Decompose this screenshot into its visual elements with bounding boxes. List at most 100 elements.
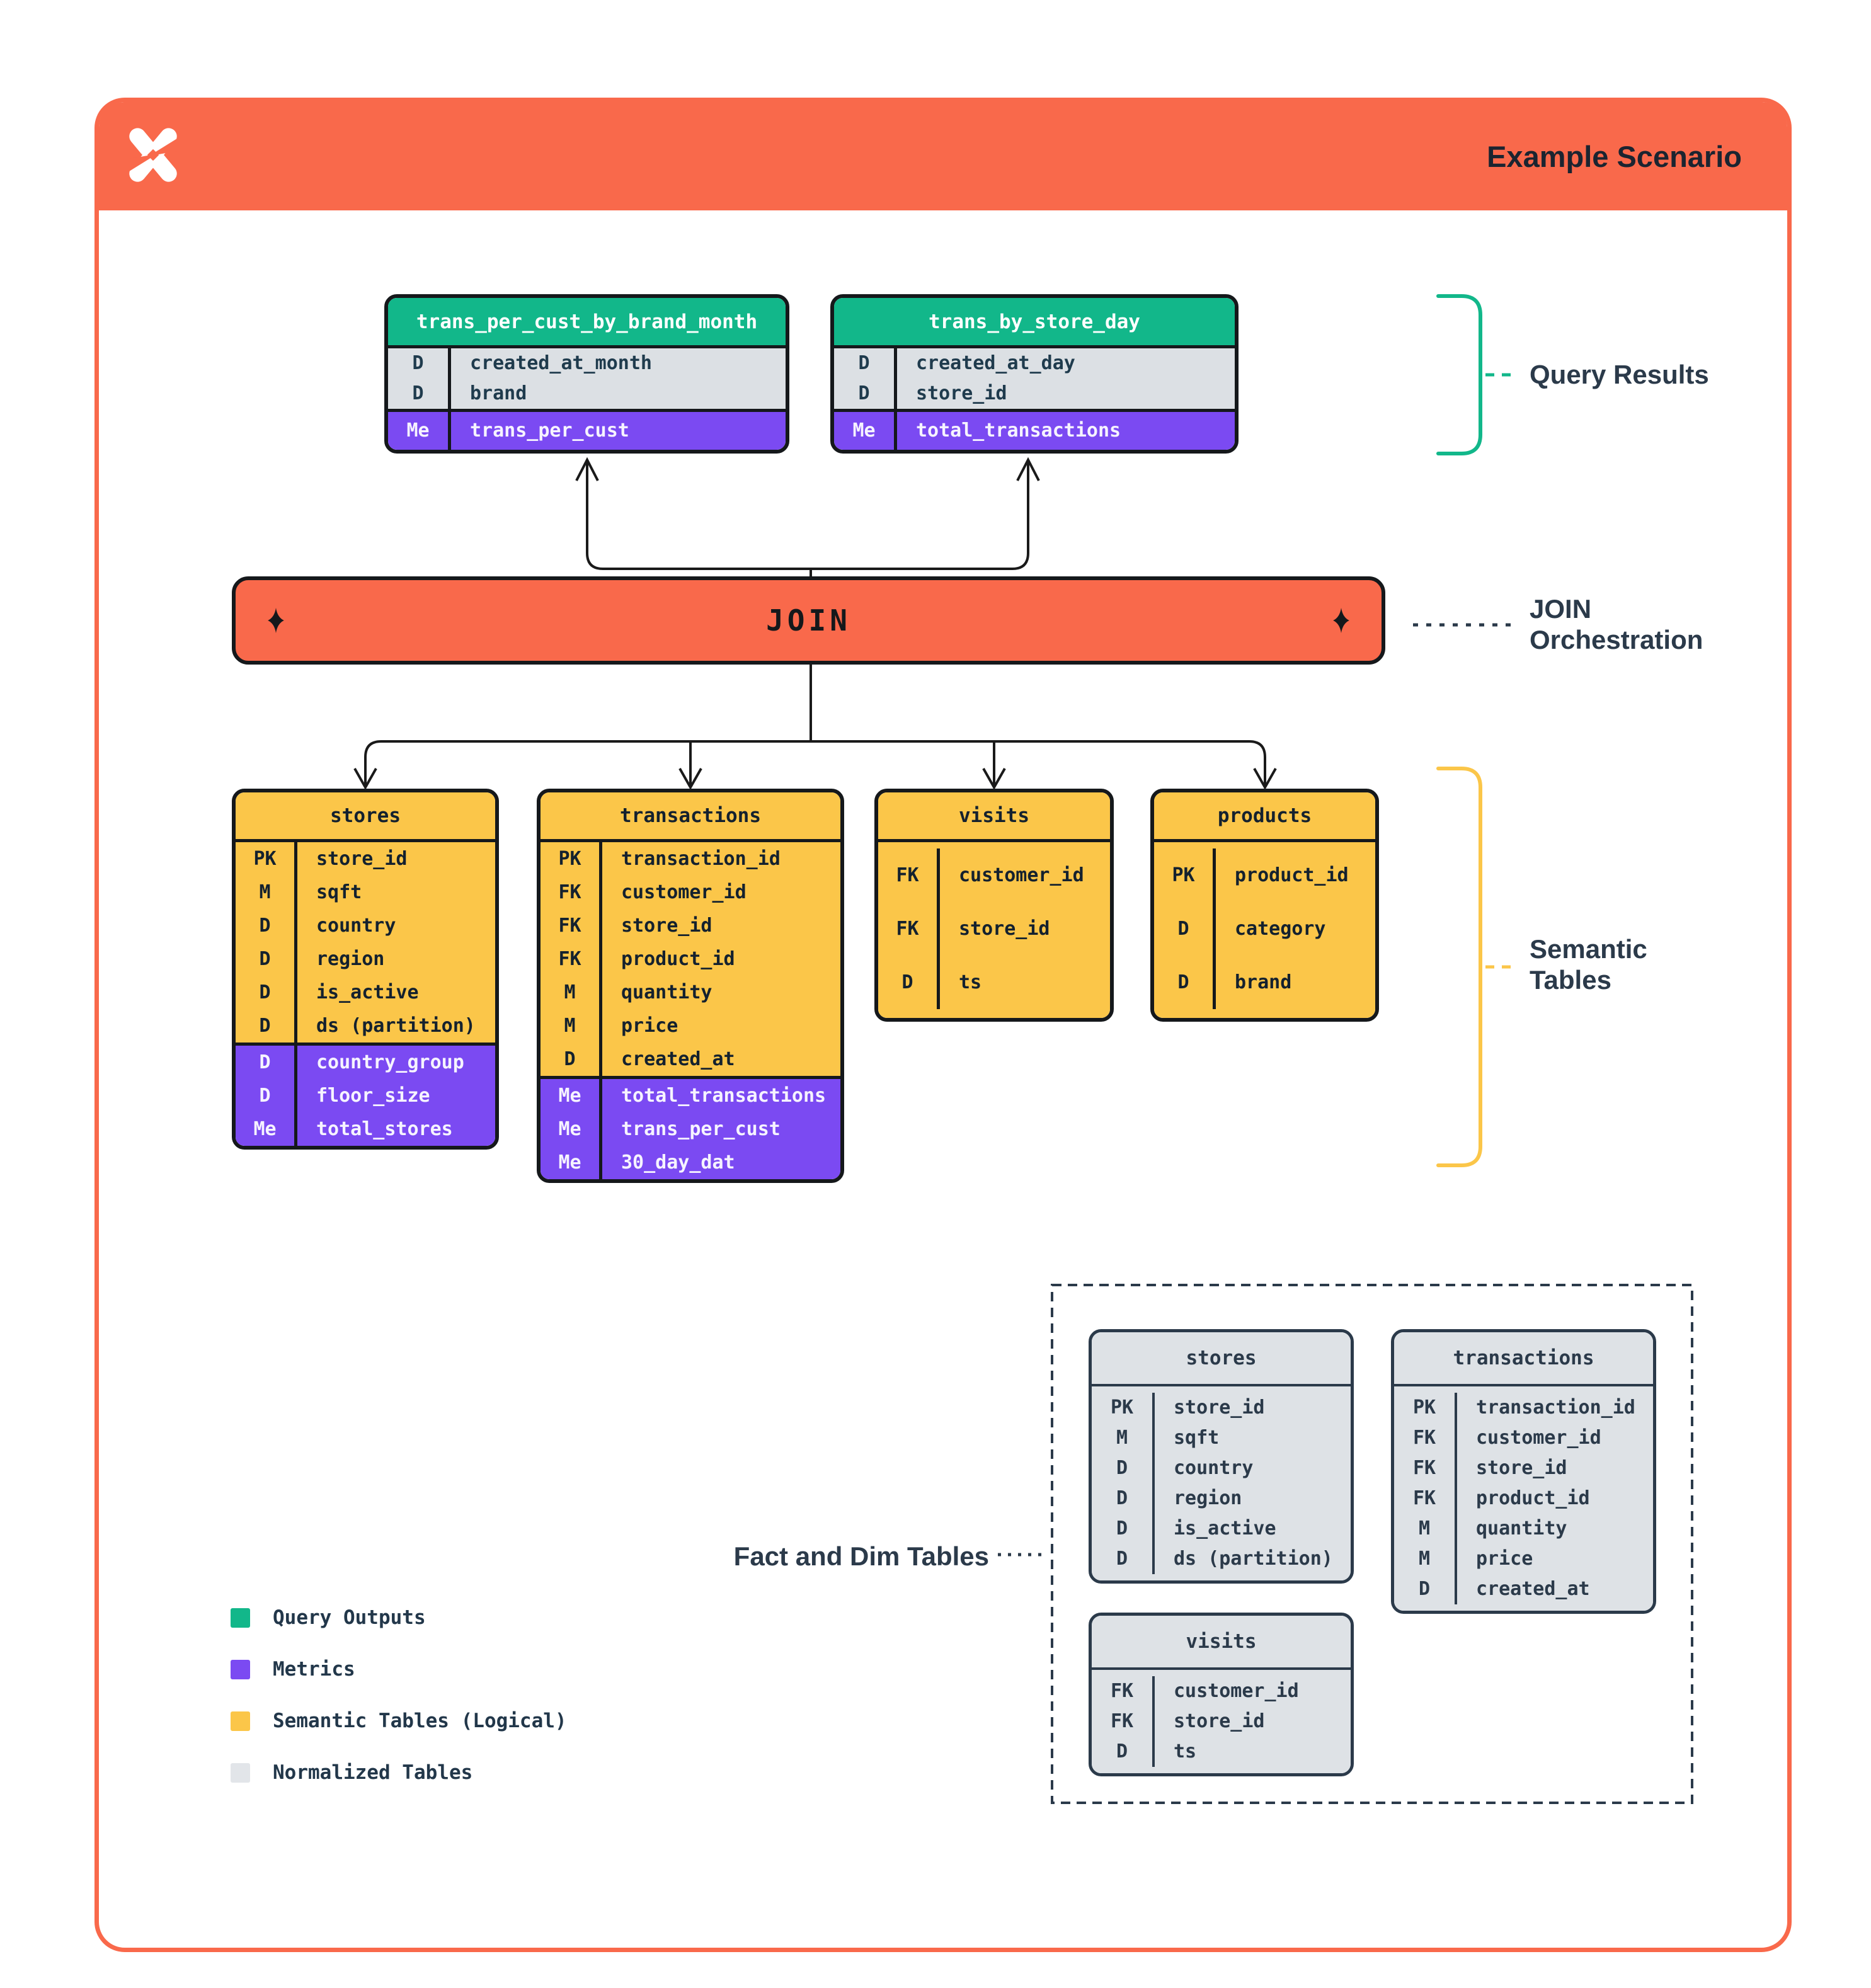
row-field: store_id: [1174, 1710, 1265, 1732]
row-field: transaction_id: [621, 848, 781, 870]
row-key: M: [1116, 1427, 1128, 1449]
semantic-table-visits: visits FK FK D customer_id store_id ts: [874, 789, 1114, 1022]
legend-label: Semantic Tables (Logical): [273, 1710, 567, 1732]
x-spark-logo-icon: [127, 128, 179, 182]
query-table-trans_per_cust_by_brand_month: trans_per_cust_by_brand_month D D create…: [384, 294, 789, 454]
row-key: D: [1116, 1548, 1128, 1570]
row-field: total_transactions: [916, 420, 1121, 442]
row-field: region: [1174, 1487, 1242, 1509]
row-key: D: [1177, 918, 1189, 940]
row-key: FK: [558, 881, 581, 903]
row-key: D: [1116, 1487, 1128, 1509]
fact-dim-tables-label: Fact and Dim Tables: [733, 1541, 989, 1571]
row-key: D: [259, 1015, 271, 1037]
legend-item-semantic-tables: Semantic Tables (Logical): [231, 1710, 567, 1732]
join-orchestration-label-line1: JOIN: [1530, 594, 1592, 624]
row-field: sqft: [316, 881, 362, 903]
row-key: D: [259, 981, 271, 1003]
column-rows: FK FK D customer_id store_id ts: [1092, 1667, 1351, 1773]
row-field: created_at_day: [916, 352, 1075, 374]
row-key: D: [564, 1048, 576, 1070]
legend-item-normalized-tables: Normalized Tables: [231, 1761, 567, 1784]
yellow-swatch-icon: [231, 1711, 250, 1731]
row-field: total_stores: [316, 1118, 453, 1140]
row-key: D: [1116, 1517, 1128, 1540]
sparkle-diamond-icon: [268, 608, 284, 633]
row-key: FK: [1110, 1710, 1134, 1732]
row-field: quantity: [621, 981, 712, 1003]
table-title: stores: [236, 792, 495, 839]
row-key: D: [1116, 1740, 1128, 1762]
row-key: Me: [852, 420, 876, 442]
join-orchestration-bar: JOIN: [232, 576, 1385, 665]
semantic-table-products: products PK D D product_id category bran…: [1150, 789, 1379, 1022]
semantic-tables-label-line2: Tables: [1530, 965, 1611, 995]
row-field: ds (partition): [1174, 1548, 1333, 1570]
row-key: D: [259, 1051, 271, 1073]
row-field: store_id: [959, 918, 1050, 940]
normalized-table-visits: visits FK FK D customer_id store_id ts: [1089, 1613, 1354, 1776]
row-field: ts: [1174, 1740, 1197, 1762]
row-field: country_group: [316, 1051, 464, 1073]
legend-item-metrics: Metrics: [231, 1658, 567, 1681]
sparkle-diamond-icon: [1333, 608, 1349, 633]
row-key: D: [858, 382, 870, 404]
row-key: FK: [1412, 1427, 1436, 1449]
column-rows: PK M D D D D store_id sqft country regio…: [1092, 1384, 1351, 1580]
column-rows: PK M D D D D store_id sqft country regio…: [236, 839, 495, 1043]
table-title: trans_by_store_day: [834, 298, 1235, 345]
row-field: customer_id: [621, 881, 747, 903]
row-key: PK: [558, 848, 581, 870]
row-key: D: [259, 1085, 271, 1107]
row-key: PK: [1110, 1397, 1134, 1419]
row-field: brand: [470, 382, 527, 404]
row-field: is_active: [1174, 1517, 1276, 1540]
row-key: M: [259, 881, 271, 903]
row-field: store_id: [916, 382, 1007, 404]
row-field: created_at: [621, 1048, 735, 1070]
semantic-tables-label: Semantic Tables: [1530, 934, 1647, 995]
row-key: D: [858, 352, 870, 374]
table-title: products: [1154, 792, 1375, 839]
metric-rows: Me trans_per_cust: [388, 409, 786, 450]
page-title: Example Scenario: [1487, 139, 1742, 173]
legend-label: Query Outputs: [273, 1606, 426, 1629]
semantic-tables-label-line1: Semantic: [1530, 934, 1647, 964]
gray-swatch-icon: [231, 1762, 250, 1783]
row-field: price: [1476, 1548, 1533, 1570]
row-key: PK: [1172, 864, 1195, 886]
row-field: is_active: [316, 981, 419, 1003]
dimension-rows: D D created_at_day store_id: [834, 345, 1235, 409]
metric-rows: Me total_transactions: [834, 409, 1235, 450]
legend-label: Metrics: [273, 1658, 355, 1681]
join-orchestration-label: JOIN Orchestration: [1530, 593, 1703, 655]
row-field: 30_day_dat: [621, 1151, 735, 1174]
row-field: price: [621, 1015, 678, 1037]
row-key: M: [564, 1015, 576, 1037]
normalized-table-transactions: transactions PK FK FK FK M M D transacti…: [1391, 1329, 1656, 1614]
row-key: Me: [558, 1151, 581, 1174]
column-rows: PK FK FK FK M M D transaction_id custome…: [541, 839, 840, 1076]
row-field: customer_id: [1174, 1680, 1299, 1702]
query-results-label: Query Results: [1530, 360, 1709, 389]
row-key: D: [901, 971, 913, 993]
row-field: quantity: [1476, 1517, 1567, 1540]
metric-rows: Me Me Me total_transactions trans_per_cu…: [541, 1076, 840, 1179]
query-table-trans_by_store_day: trans_by_store_day D D created_at_day st…: [830, 294, 1239, 454]
row-field: country: [316, 915, 396, 937]
row-key: Me: [406, 420, 430, 442]
join-orchestration-label-line2: Orchestration: [1530, 625, 1703, 654]
row-field: product_id: [621, 948, 735, 970]
row-field: store_id: [621, 915, 712, 937]
semantic-table-transactions: transactions PK FK FK FK M M D transacti…: [537, 789, 844, 1183]
row-field: country: [1174, 1457, 1254, 1479]
row-field: brand: [1235, 971, 1292, 993]
row-key: FK: [1412, 1487, 1436, 1509]
row-field: floor_size: [316, 1085, 430, 1107]
legend: Query Outputs Metrics Semantic Tables (L…: [231, 1606, 567, 1784]
row-field: total_transactions: [621, 1085, 827, 1107]
row-key: Me: [558, 1085, 581, 1107]
join-label: JOIN: [766, 603, 851, 637]
table-title: transactions: [1394, 1332, 1653, 1384]
row-key: Me: [253, 1118, 277, 1140]
